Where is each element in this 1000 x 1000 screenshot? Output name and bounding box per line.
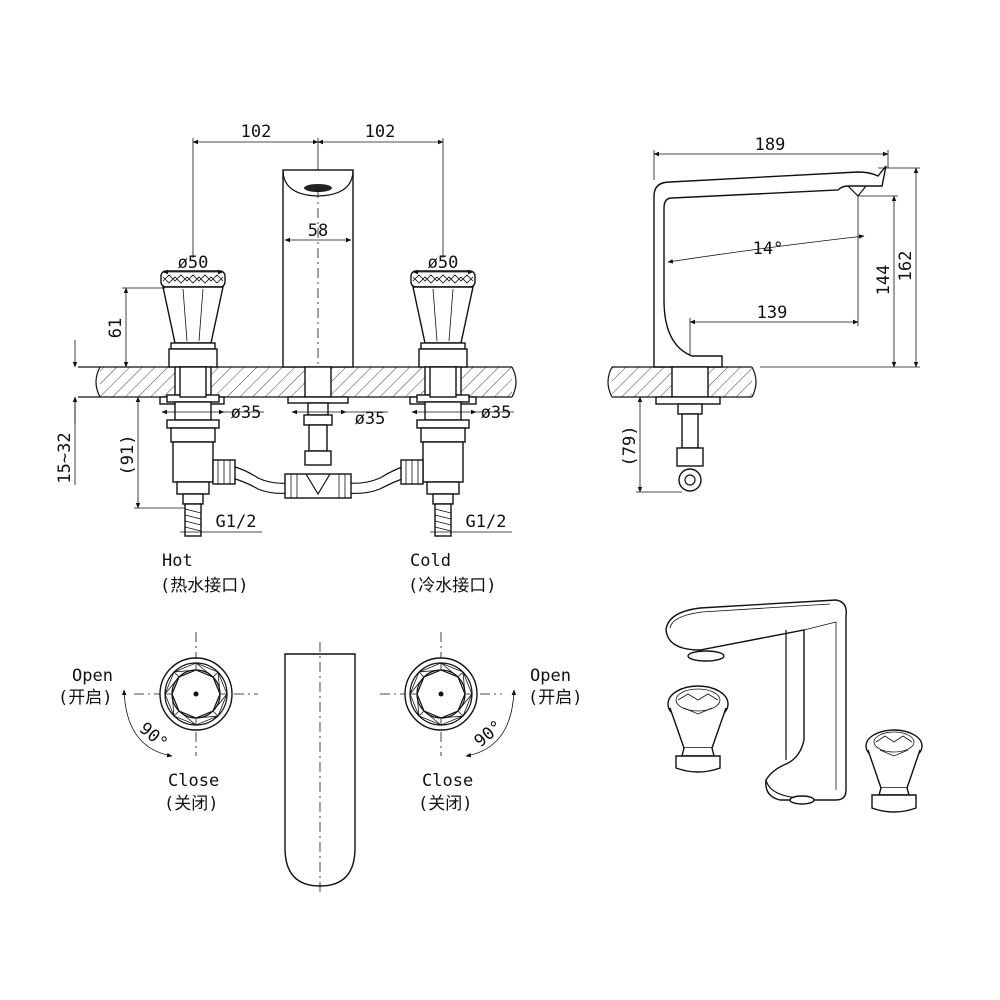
hot-handle-top-view: 90° Open (开启) Close (关闭): [58, 632, 258, 814]
open-label-left: Open: [72, 666, 113, 686]
cold-handle-top-view: 90° Open (开启) Close (关闭): [380, 632, 582, 814]
hot-label-cn: (热水接口): [160, 576, 248, 596]
dim-spout-reach: 189: [755, 135, 786, 155]
dim-spout-angle: 14°: [753, 239, 784, 259]
dim-spout-projection: 139: [757, 303, 788, 323]
dim-spout-outlet-height: 144: [874, 265, 894, 296]
dim-under-deck-length: (91): [118, 435, 138, 476]
dim-hole-dia-left: ø35: [231, 403, 262, 423]
iso-hot-handle: [667, 685, 729, 773]
close-label-left: Close: [168, 771, 219, 791]
cold-handle: [411, 271, 475, 367]
rotation-angle-right: 90°: [471, 717, 507, 752]
iso-spout: [665, 599, 847, 801]
dim-hole-dia-center: ø35: [355, 409, 386, 429]
dim-thread-left: G1/2: [216, 512, 257, 532]
dim-thread-right: G1/2: [466, 512, 507, 532]
dim-handle-height: 61: [106, 318, 126, 338]
open-label-right-cn: (开启): [528, 688, 582, 708]
dim-handle-spacing-right: 102: [365, 122, 396, 142]
cold-label: Cold: [410, 551, 451, 571]
dim-spout-width: 58: [308, 221, 328, 241]
open-label-right: Open: [530, 666, 571, 686]
side-spout-body: [653, 165, 887, 368]
dim-side-under-deck: (79): [620, 426, 640, 467]
front-view: 102 102 58 ø50 ø50 61 15~32 (91): [55, 122, 517, 596]
dim-handle-dia-right: ø50: [428, 253, 459, 273]
rotation-angle-left: 90°: [135, 719, 171, 754]
supply-hoses: [212, 459, 424, 499]
close-label-left-cn: (关闭): [164, 794, 218, 814]
dim-handle-spacing-left: 102: [241, 122, 272, 142]
cold-label-cn: (冷水接口): [408, 576, 496, 596]
iso-cold-handle: [865, 729, 923, 813]
hot-handle: [161, 271, 225, 367]
dim-total-height: 162: [896, 251, 916, 282]
dim-deck-thickness: 15~32: [55, 432, 75, 483]
isometric-view: [665, 599, 923, 813]
dim-hole-dia-right: ø35: [481, 403, 512, 423]
open-label-left-cn: (开启): [58, 688, 112, 708]
side-view: 189 14° 139 144 162 (79): [607, 135, 920, 493]
close-label-right: Close: [422, 771, 473, 791]
side-shank: [655, 366, 721, 492]
spout-top-view: [284, 642, 356, 896]
hot-label: Hot: [162, 551, 193, 571]
close-label-right-cn: (关闭): [418, 794, 472, 814]
dim-handle-dia-left: ø50: [178, 253, 209, 273]
